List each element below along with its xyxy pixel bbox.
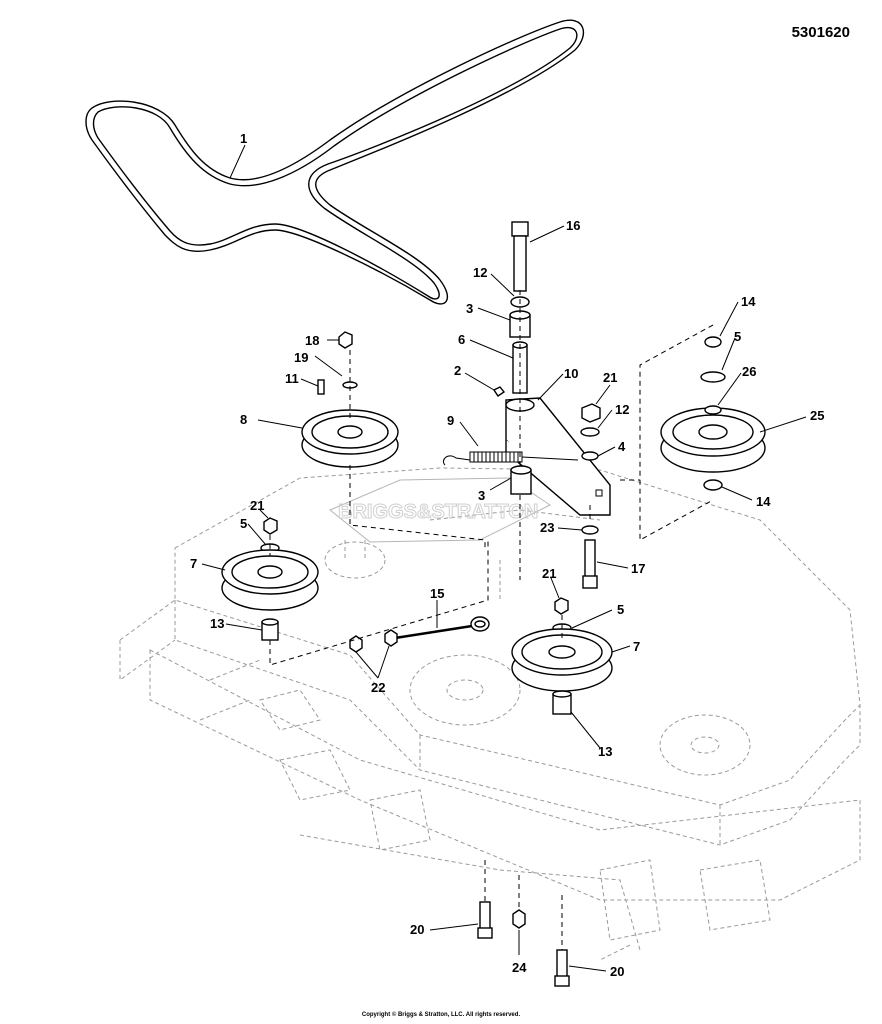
callout-12-top: 12 xyxy=(473,265,487,280)
callout-11: 11 xyxy=(285,371,299,386)
callout-9: 9 xyxy=(447,413,454,428)
callout-7-left: 7 xyxy=(190,556,197,571)
callout-7-right: 7 xyxy=(633,639,640,654)
callout-1: 1 xyxy=(240,131,247,146)
spacer-tube xyxy=(512,341,528,394)
callout-3-bottom: 3 xyxy=(478,488,485,503)
pivot-bolt xyxy=(511,221,529,292)
callout-13-left: 13 xyxy=(210,616,224,631)
eye-bolt xyxy=(394,616,490,640)
bushing-top xyxy=(509,310,531,338)
callout-15: 15 xyxy=(430,586,444,601)
callout-26: 26 xyxy=(742,364,756,379)
lock-nut-arm xyxy=(581,403,601,423)
part-number: 5301620 xyxy=(791,24,850,41)
spacer-arm xyxy=(581,451,599,461)
deck-bolt-right xyxy=(554,949,570,987)
callout-5-left: 5 xyxy=(240,516,247,531)
callout-25: 25 xyxy=(810,408,824,423)
callout-21-right: 21 xyxy=(542,566,556,581)
grease-fitting xyxy=(492,386,506,397)
callout-6: 6 xyxy=(458,332,465,347)
callout-16: 16 xyxy=(566,218,580,233)
callout-20-left: 20 xyxy=(410,922,424,937)
callout-14-bottom: 14 xyxy=(756,494,771,509)
washer-arm xyxy=(580,427,600,437)
deck-pulley-right xyxy=(511,597,613,715)
copyright-notice: Copyright © Briggs & Stratton, LLC. All … xyxy=(361,1012,521,1018)
hex-nut-b xyxy=(384,629,398,647)
deck-bolt-left xyxy=(477,901,493,939)
deck-nut xyxy=(512,909,526,929)
idler-pulley-top-left xyxy=(301,331,399,468)
callout-13-right: 13 xyxy=(598,744,612,759)
callout-3-top: 3 xyxy=(466,301,473,316)
callout-21-arm: 21 xyxy=(603,370,617,385)
callout-12-arm: 12 xyxy=(615,402,629,417)
idler-spring xyxy=(442,451,579,466)
assembly-lines xyxy=(269,290,714,950)
callout-14-top: 14 xyxy=(741,294,756,309)
washer-lower xyxy=(581,525,599,535)
leader-lines xyxy=(201,144,807,972)
svg-text:BRIGGS&STRATTON: BRIGGS&STRATTON xyxy=(338,501,538,523)
callout-numbers: 1 16 12 3 6 2 10 21 12 4 9 3 18 19 11 8 … xyxy=(190,131,824,979)
callout-17: 17 xyxy=(631,561,645,576)
deck-pulley-left xyxy=(221,517,319,641)
idler-pulley-right xyxy=(660,336,766,491)
callout-2: 2 xyxy=(454,363,461,378)
callout-4: 4 xyxy=(618,439,626,454)
bushing-bottom xyxy=(510,465,532,495)
deck-belt xyxy=(85,19,585,305)
callout-18: 18 xyxy=(305,333,319,348)
callout-20-right: 20 xyxy=(610,964,624,979)
callout-23: 23 xyxy=(540,520,554,535)
callout-19: 19 xyxy=(294,350,308,365)
callout-24: 24 xyxy=(512,960,527,975)
callout-8: 8 xyxy=(240,412,247,427)
mower-deck xyxy=(119,467,861,961)
callout-10: 10 xyxy=(564,366,578,381)
callout-5-right-deck: 5 xyxy=(617,602,624,617)
callout-22: 22 xyxy=(371,680,385,695)
callout-5-right: 5 xyxy=(734,329,741,344)
callout-21-left: 21 xyxy=(250,498,264,513)
shoulder-bolt xyxy=(582,539,598,589)
brand-watermark: BRIGGS&STRATTON xyxy=(329,477,551,543)
